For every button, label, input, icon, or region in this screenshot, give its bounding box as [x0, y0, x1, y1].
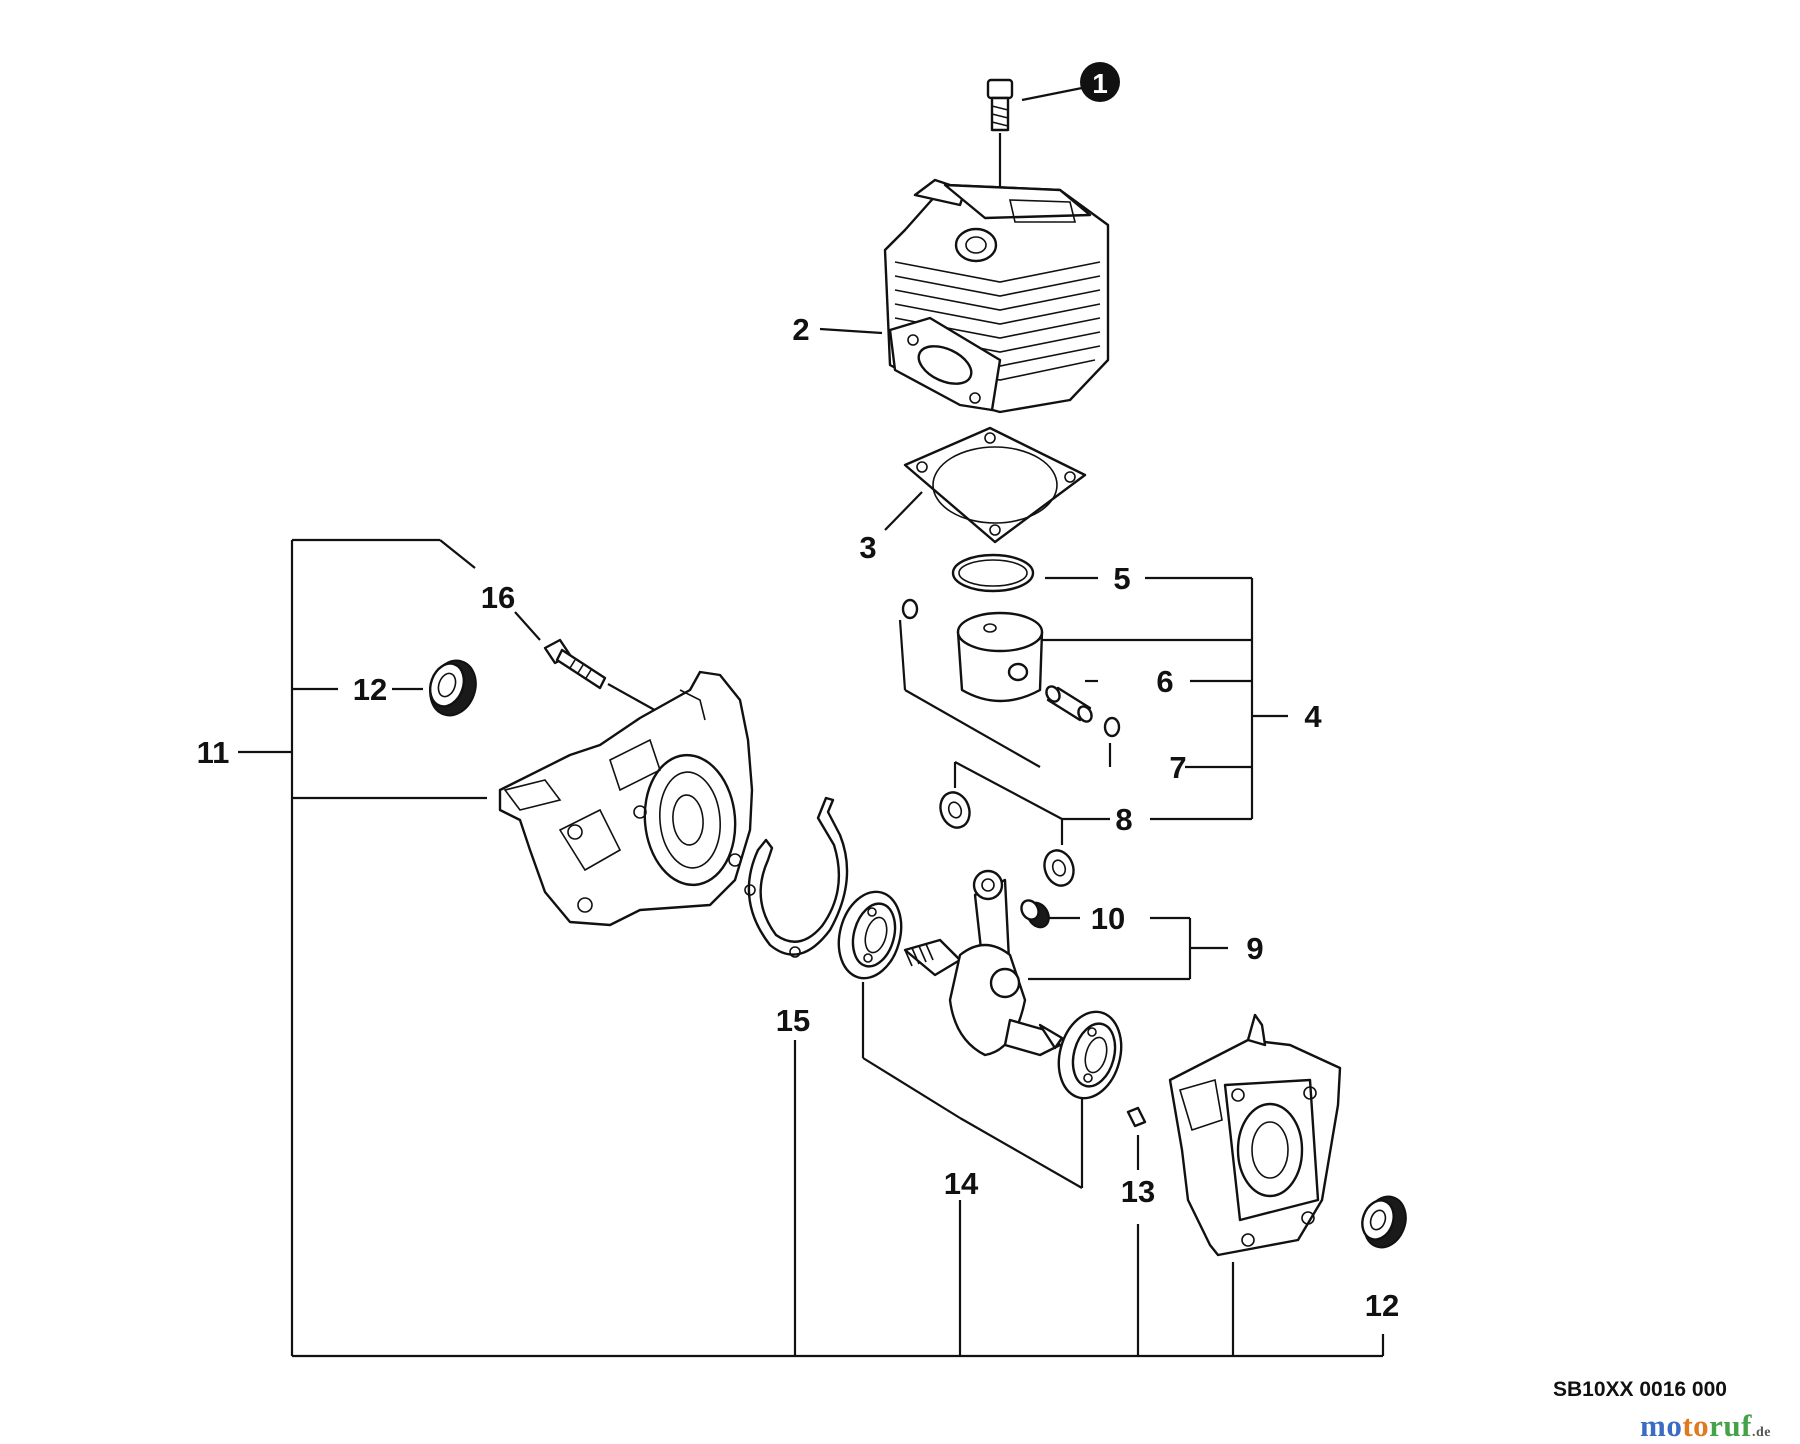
circlip-left: [901, 598, 919, 620]
callout-7: 7: [1169, 750, 1186, 785]
crankshaft-thread-left: [904, 943, 934, 967]
piston-ring: [951, 553, 1035, 593]
callout-16: 16: [481, 580, 515, 615]
callout-1: 1: [1092, 68, 1108, 99]
ball-bearing-left: [837, 890, 903, 980]
callout-14: 14: [944, 1166, 979, 1201]
piston: [956, 611, 1044, 703]
callout-2: 2: [792, 312, 809, 347]
crankcase-gasket: [744, 796, 849, 958]
drawing-code: SB10XX 0016 000: [1553, 1378, 1727, 1401]
callout-12-right: 12: [1365, 1288, 1399, 1323]
ball-bearing-right: [1057, 1010, 1123, 1100]
watermark-logo: motoruf.de: [1640, 1408, 1771, 1444]
callout-4: 4: [1304, 699, 1322, 734]
callout-3: 3: [859, 530, 876, 565]
crankcase-right: [1168, 1013, 1342, 1257]
crankshaft-assembly: [903, 869, 1064, 1057]
leader-lines: [238, 86, 1385, 1358]
thrust-washer-right: [1043, 849, 1075, 887]
callout-13: 13: [1121, 1174, 1155, 1209]
circlip-right: [1103, 716, 1121, 738]
callout-8: 8: [1115, 802, 1132, 837]
callout-15: 15: [776, 1003, 810, 1038]
callout-1-badge: 1: [1080, 62, 1120, 102]
callout-11: 11: [197, 735, 230, 770]
callout-6: 6: [1156, 664, 1173, 699]
cylinder-gasket: [903, 426, 1087, 544]
oil-seal-left: [428, 659, 477, 717]
callout-9: 9: [1246, 931, 1263, 966]
crankcase-bolt: [543, 638, 607, 690]
watermark-part-1: mo: [1640, 1408, 1683, 1443]
watermark-part-2: to: [1682, 1408, 1710, 1443]
needle-bearing: [1020, 899, 1050, 929]
callout-5: 5: [1113, 561, 1130, 596]
piston-pin: [1045, 685, 1093, 723]
thrust-washer-left: [939, 791, 971, 829]
callout-12-left: 12: [353, 672, 387, 707]
callout-10: 10: [1091, 901, 1125, 936]
cylinder-bolt: [986, 78, 1014, 132]
crankcase-left: [498, 670, 754, 927]
cylinder: [883, 178, 1110, 414]
watermark-part-3: ruf: [1709, 1408, 1752, 1443]
watermark-tld: .de: [1751, 1425, 1771, 1440]
oil-seal-right: [1361, 1195, 1407, 1249]
dowel-pin: [1126, 1106, 1147, 1128]
